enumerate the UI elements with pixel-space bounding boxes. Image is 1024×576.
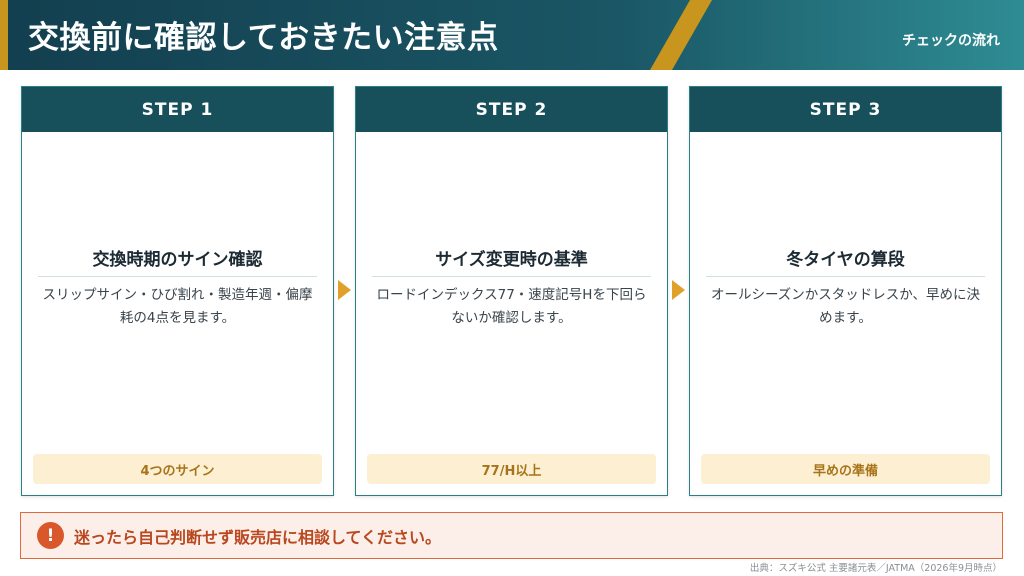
step-divider [38, 276, 317, 277]
step-description: スリップサイン・ひび割れ・製造年週・偏摩耗の4点を見ます。 [42, 287, 313, 326]
step-card-3: STEP 3 冬タイヤの算段 オールシーズンかスタッドレスか、早めに決めます。 … [689, 86, 1002, 496]
step-title: サイズ変更時の基準 [435, 250, 588, 270]
chevron-right-icon [672, 280, 685, 300]
step-badge: 77/H以上 [367, 454, 656, 484]
step-title: 冬タイヤの算段 [786, 250, 905, 270]
step-description: ロードインデックス77・速度記号Hを下回らないか確認します。 [376, 287, 647, 326]
step-label: STEP 3 [690, 87, 1001, 132]
notice-text: 迷ったら自己判断せず販売店に相談してください。 [74, 527, 442, 547]
step-card-1: STEP 1 交換時期のサイン確認 スリップサイン・ひび割れ・製造年週・偏摩耗の… [21, 86, 334, 496]
page-title: 交換前に確認しておきたい注意点 [28, 20, 499, 56]
notice-banner: ! 迷ったら自己判断せず販売店に相談してください。 [20, 512, 1003, 559]
step-badge: 4つのサイン [33, 454, 322, 484]
chevron-right-icon [338, 280, 351, 300]
step-label: STEP 2 [356, 87, 667, 132]
page-subtitle: チェックの流れ [902, 33, 1000, 49]
header-background [0, 0, 1024, 70]
header-accent-stripe [0, 0, 8, 70]
step-label: STEP 1 [22, 87, 333, 132]
exclamation-icon: ! [37, 522, 64, 549]
source-citation: 出典：スズキ公式 主要諸元表／JATMA（2026年9月時点） [749, 563, 1002, 574]
step-divider [706, 276, 985, 277]
step-card-2: STEP 2 サイズ変更時の基準 ロードインデックス77・速度記号Hを下回らない… [355, 86, 668, 496]
header-bar: 交換前に確認しておきたい注意点 チェックの流れ [0, 0, 1024, 70]
step-divider [372, 276, 651, 277]
step-description: オールシーズンかスタッドレスか、早めに決めます。 [710, 287, 981, 326]
step-badge: 早めの準備 [701, 454, 990, 484]
step-title: 交換時期のサイン確認 [92, 250, 263, 270]
